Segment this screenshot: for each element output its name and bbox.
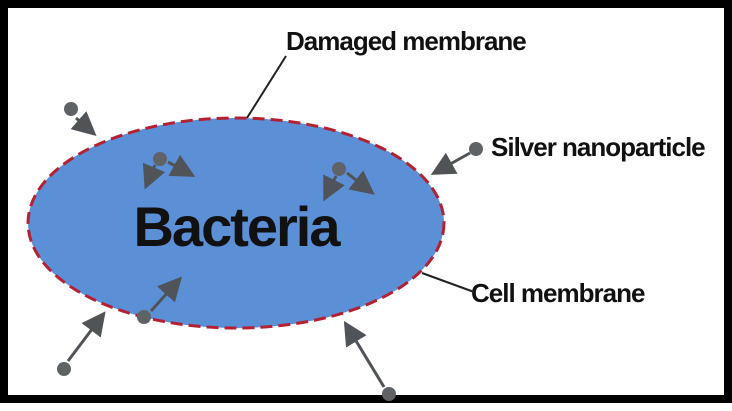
nanoparticle-group-top-left [64,102,92,132]
bacteria-diagram: Bacteria Damaged membrane Silver nanopar… [8,8,732,411]
silver-nanoparticle-label: Silver nanoparticle [491,132,705,162]
arrow-icon [76,118,92,132]
nanoparticle-icon [137,310,151,324]
nanoparticle-icon [332,162,346,176]
arrow-icon [347,326,384,387]
nanoparticle-group-bottom-left [57,316,102,376]
damaged-membrane-label: Damaged membrane [286,26,526,56]
nanoparticle-group-right [436,142,483,172]
arrow-icon [436,153,470,172]
cell-membrane-label: Cell membrane [471,278,645,308]
damaged-membrane-leader-line [247,56,286,118]
cell-membrane-leader-line [422,273,474,292]
nanoparticle-icon [64,102,78,116]
arrow-icon [68,316,102,361]
nanoparticle-icon [382,387,396,401]
bacteria-label: Bacteria [133,195,341,258]
nanoparticle-icon [153,152,167,166]
nanoparticle-icon [469,142,483,156]
nanoparticle-icon [57,362,71,376]
nanoparticle-group-bottom-right [347,326,396,401]
